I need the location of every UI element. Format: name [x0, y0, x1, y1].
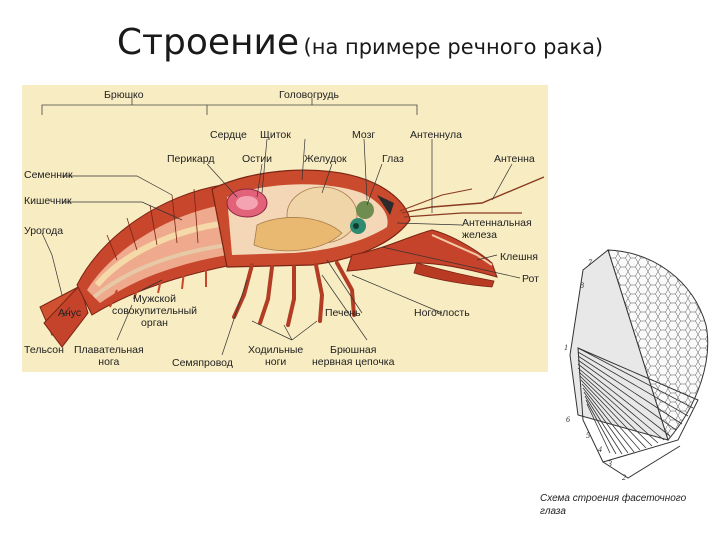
label-cephalothorax: Головогрудь [279, 89, 340, 101]
label-shield: Щиток [260, 129, 291, 141]
slide-title: Строение (на примере речного рака) [0, 22, 720, 63]
label-claw: Клешня [500, 251, 538, 263]
label-ostia: Остии [242, 153, 272, 165]
claw [346, 229, 498, 288]
label-antennal-gland: Антеннальная железа [462, 217, 532, 241]
section-brackets [41, 98, 418, 115]
label-leg-stub: Ногочлость [414, 307, 470, 319]
label-testis: Семенник [24, 169, 73, 181]
label-sperm-duct: Семяпровод [172, 357, 233, 369]
label-antennule: Антеннула [410, 129, 462, 141]
label-swimming-leg: Плавательная нога [74, 344, 144, 368]
cephalothorax-body [211, 169, 411, 268]
eye-number-4: 4 [598, 445, 602, 454]
label-stomach: Желудок [304, 153, 347, 165]
eye-number-7: 7 [588, 258, 593, 267]
label-telson: Тельсон [24, 344, 64, 356]
label-antenna: Антенна [494, 153, 535, 165]
eye-number-5: 5 [586, 431, 590, 440]
label-anus: Анус [58, 307, 82, 319]
eye-number-3: 3 [607, 459, 612, 468]
crayfish-anatomy-diagram: Брюшко Головогрудь Сердце Щиток Мозг Ант… [22, 85, 548, 372]
label-eye: Глаз [382, 153, 404, 165]
antennae [399, 176, 545, 218]
label-walking-legs: Ходильные ноги [248, 344, 304, 368]
abdomen-segment-lines [106, 188, 199, 261]
compound-eye-illustration: 7 8 1 6 5 4 3 2 [564, 249, 709, 482]
ommatidia-lines [577, 347, 694, 455]
eye-number-1: 1 [564, 343, 568, 352]
tail-fan [39, 284, 89, 348]
title-main: Строение [116, 22, 300, 63]
label-abdomen: Брюшко [104, 89, 144, 101]
eye-number-6: 6 [566, 415, 570, 424]
label-brain: Мозг [352, 129, 376, 141]
compound-eye-diagram: 7 8 1 6 5 4 3 2 [548, 240, 718, 490]
title-subtitle: (на примере речного рака) [303, 35, 604, 59]
label-mouth: Рот [522, 273, 539, 285]
label-pericardium: Перикард [167, 153, 215, 165]
abdomen-body [76, 184, 233, 316]
label-copulatory-organ: Мужской совокупительный орган [112, 293, 198, 329]
eye-number-2: 2 [622, 473, 626, 482]
label-nerve-chain: Брюшная нервная цепочка [312, 344, 395, 368]
leader-lines [41, 138, 521, 356]
eye-caption: Схема строения фасеточного глаза [540, 493, 687, 517]
eye-number-8: 8 [580, 281, 584, 290]
label-intestine: Кишечник [24, 195, 72, 207]
crayfish-illustration [39, 98, 545, 356]
label-uropod: Урогода [24, 225, 64, 237]
label-heart: Сердце [210, 129, 247, 141]
swimmerets [109, 269, 207, 308]
label-liver: Печень [325, 307, 361, 319]
